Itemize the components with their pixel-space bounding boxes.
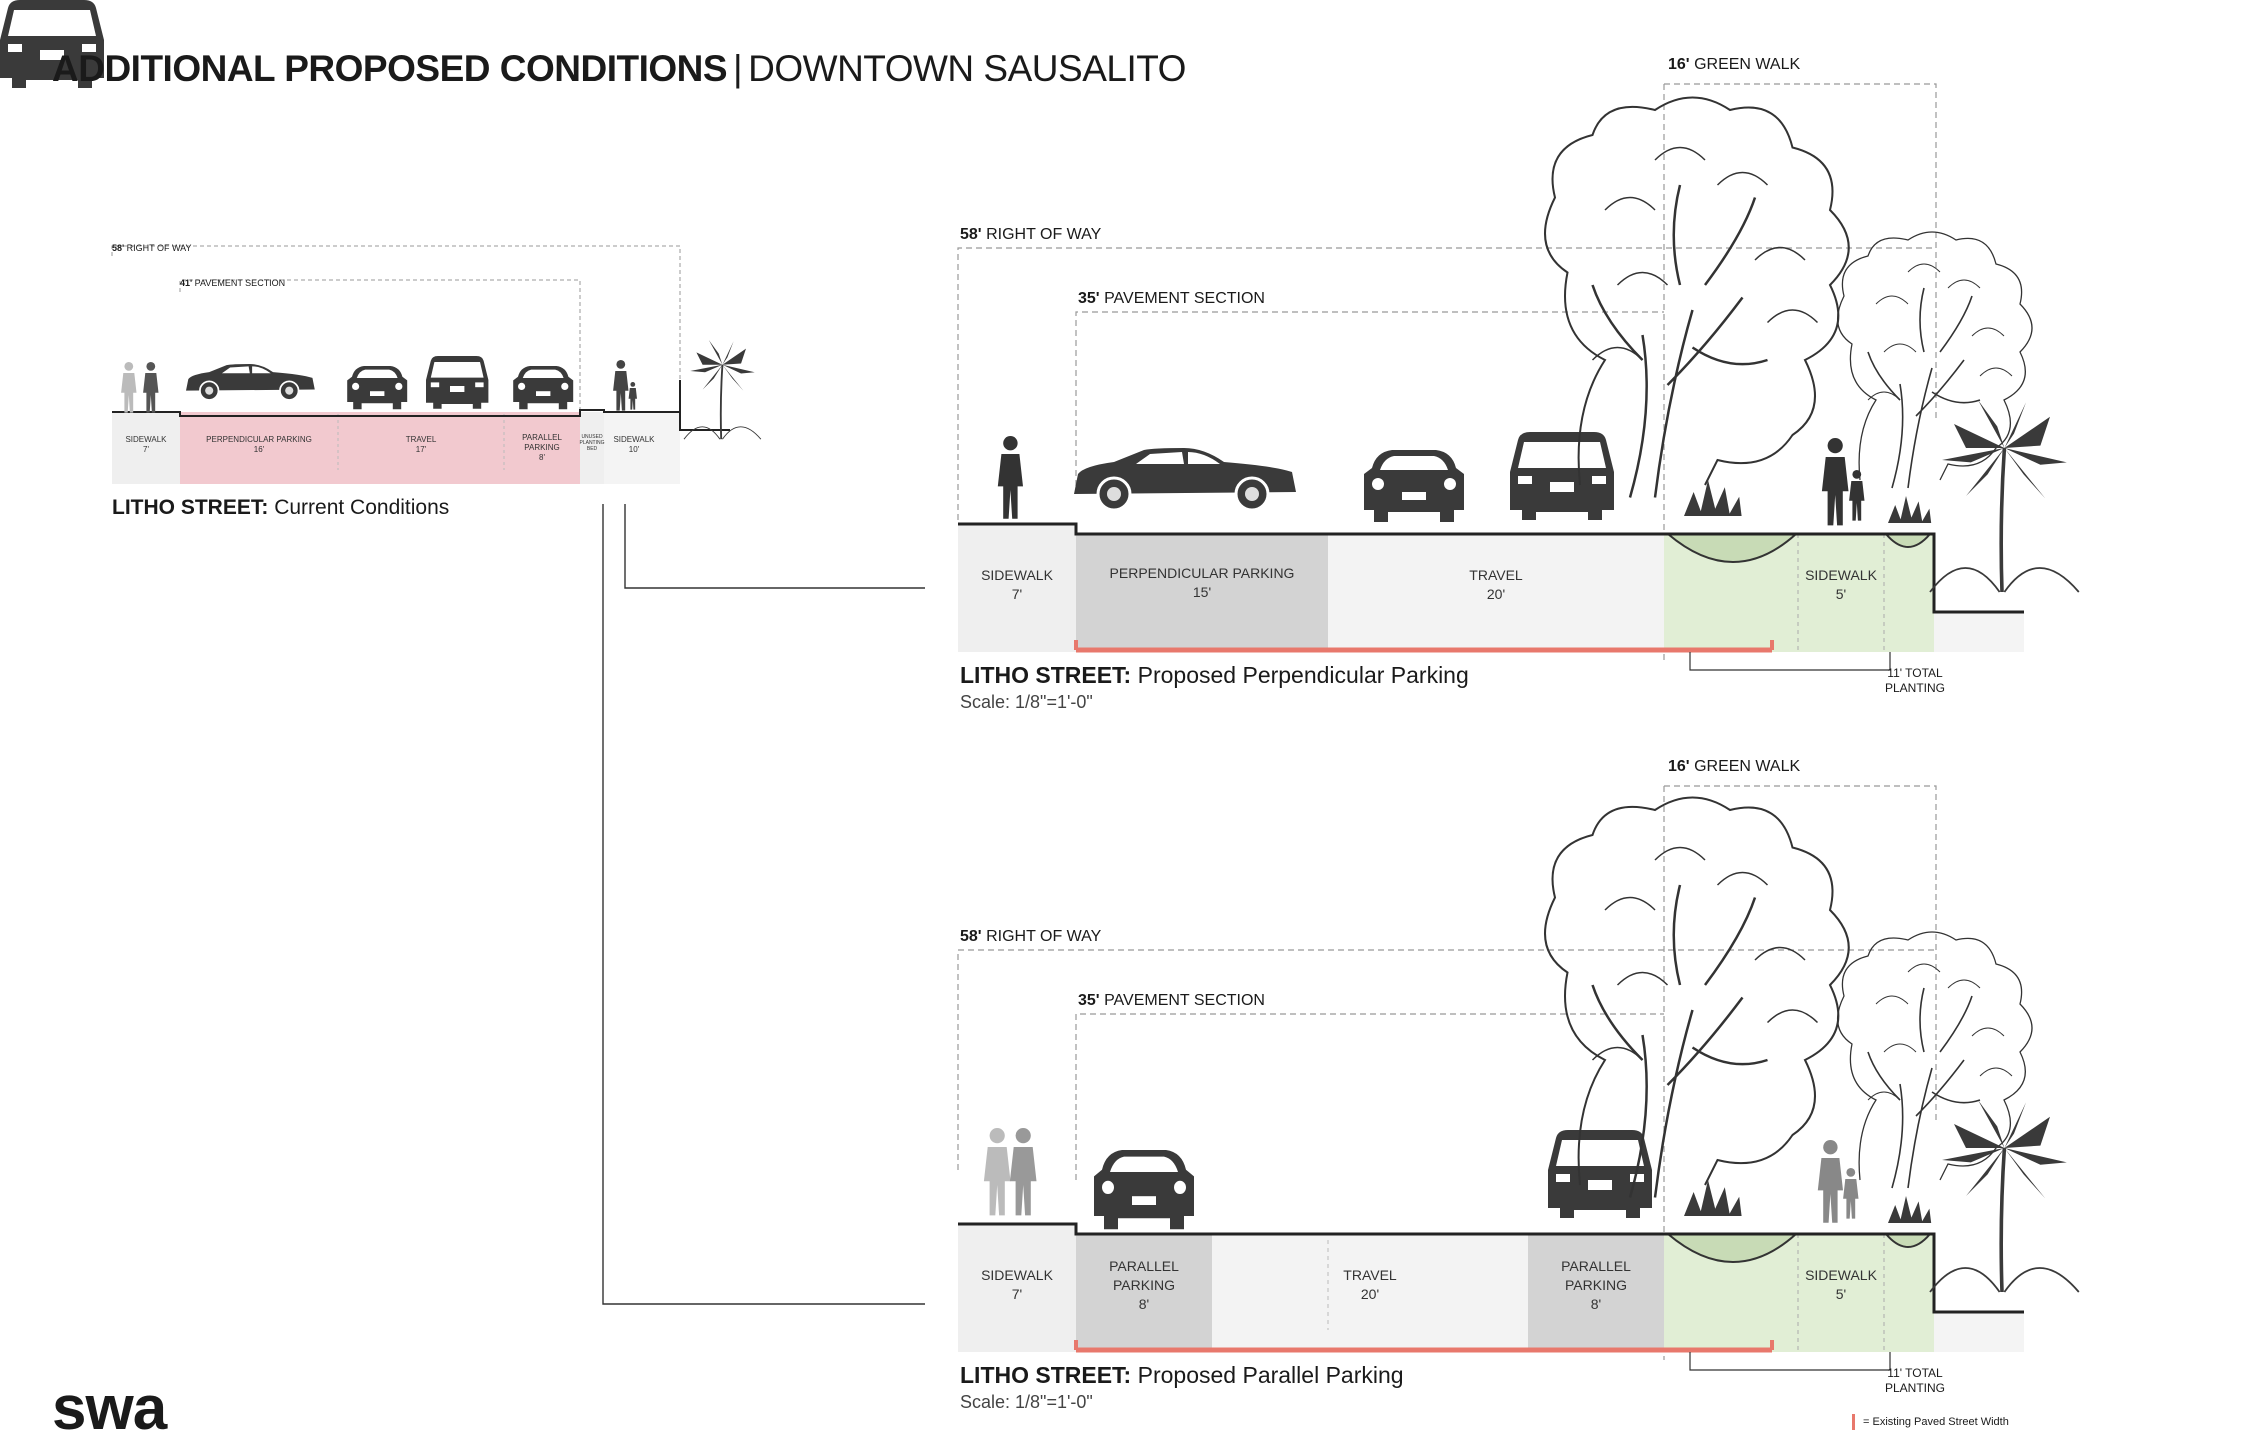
current-right-of-way-label: 58' RIGHT OF WAY — [112, 243, 192, 253]
page-title-separator: | — [733, 48, 743, 89]
perpendicular-segment-sidewalk-right: SIDEWALK 5' — [1805, 567, 1877, 602]
parallel-caption-text: Proposed Parallel Parking — [1137, 1362, 1404, 1388]
parallel-pavement-text: PAVEMENT SECTION — [1104, 992, 1265, 1009]
parallel-pavement-num: 35' — [1078, 992, 1100, 1009]
perpendicular-pavement-num: 35' — [1078, 290, 1100, 307]
page-title-bold: ADDITIONAL PROPOSED CONDITIONS — [52, 48, 728, 89]
parallel-section-graphic — [0, 0, 2081, 1371]
parallel-segment-sidewalk-right: SIDEWALK 5' — [1805, 1267, 1877, 1302]
parallel-segment-travel: TRAVEL 20' — [1343, 1267, 1397, 1302]
current-pavement-text: PAVEMENT SECTION — [194, 278, 286, 288]
perpendicular-right-of-way-num: 58' — [960, 226, 982, 243]
page-title: ADDITIONAL PROPOSED CONDITIONS|DOWNTOWN … — [52, 48, 1186, 90]
perpendicular-green-walk-text: GREEN WALK — [1694, 56, 1801, 73]
current-caption-bold: LITHO STREET: — [112, 496, 269, 519]
parallel-segment-parking-left: PARALLEL PARKING 8' — [1109, 1257, 1179, 1312]
legend-text: = Existing Paved Street Width — [1863, 1416, 2009, 1428]
perpendicular-caption: LITHO STREET: Proposed Perpendicular Par… — [960, 662, 1469, 689]
perpendicular-segment-sidewalk: SIDEWALK 7' — [981, 567, 1053, 602]
current-segment-sidewalk-left: SIDEWALK 7' — [125, 435, 167, 454]
parallel-right-of-way-label: 58' RIGHT OF WAY — [960, 928, 1101, 946]
perpendicular-segment-travel: TRAVEL 20' — [1469, 567, 1523, 602]
current-right-of-way-num: 58' — [112, 243, 125, 253]
perpendicular-green-walk-label: 16' GREEN WALK — [1668, 56, 1800, 74]
perpendicular-section-graphic — [957, 83, 2081, 671]
parallel-total-planting: 11' TOTAL PLANTING — [1884, 1366, 1945, 1395]
parallel-right-of-way-text: RIGHT OF WAY — [986, 928, 1102, 945]
legend: = Existing Paved Street Width — [1852, 1414, 2009, 1430]
parallel-caption: LITHO STREET: Proposed Parallel Parking — [960, 1362, 1404, 1389]
current-caption-text: Current Conditions — [274, 496, 450, 519]
existing-width-legend-swatch — [1852, 1414, 1855, 1430]
perpendicular-scale: Scale: 1/8"=1'-0" — [960, 692, 1093, 712]
page-title-subtitle: DOWNTOWN SAUSALITO — [748, 48, 1186, 89]
parallel-green-walk-label: 16' GREEN WALK — [1668, 758, 1800, 776]
current-pavement-label: 41' PAVEMENT SECTION — [180, 278, 285, 288]
perpendicular-right-of-way-text: RIGHT OF WAY — [986, 226, 1102, 243]
swa-logo: swa — [52, 1374, 167, 1443]
parallel-right-of-way-num: 58' — [960, 928, 982, 945]
parallel-green-walk-num: 16' — [1668, 758, 1690, 775]
current-segment-perpendicular-parking: PERPENDICULAR PARKING 16' — [206, 435, 312, 454]
parallel-caption-bold: LITHO STREET: — [960, 1362, 1132, 1388]
perpendicular-pavement-text: PAVEMENT SECTION — [1104, 290, 1265, 307]
perpendicular-green-walk-num: 16' — [1668, 56, 1690, 73]
current-section-graphic — [111, 245, 762, 484]
current-caption: LITHO STREET: Current Conditions — [112, 496, 449, 520]
parallel-segment-parking-right: PARALLEL PARKING 8' — [1561, 1257, 1631, 1312]
current-segment-parallel-parking: PARALLEL PARKING 8' — [522, 433, 562, 462]
parallel-pavement-label: 35' PAVEMENT SECTION — [1078, 992, 1265, 1010]
current-segment-sidewalk-right: SIDEWALK 10' — [613, 435, 655, 454]
perpendicular-right-of-way-label: 58' RIGHT OF WAY — [960, 226, 1101, 244]
current-pavement-num: 41' — [180, 278, 193, 288]
connector-lines — [602, 504, 925, 1305]
parallel-scale: Scale: 1/8"=1'-0" — [960, 1392, 1093, 1412]
current-segment-unused-planting: UNUSED PLANTING BED — [579, 434, 605, 452]
perpendicular-segment-parking: PERPENDICULAR PARKING 15' — [1109, 565, 1295, 600]
current-segment-travel: TRAVEL 17' — [405, 435, 437, 454]
perpendicular-caption-bold: LITHO STREET: — [960, 662, 1132, 688]
perpendicular-caption-text: Proposed Perpendicular Parking — [1137, 662, 1469, 688]
parallel-segment-sidewalk: SIDEWALK 7' — [981, 1267, 1053, 1302]
current-right-of-way-text: RIGHT OF WAY — [126, 243, 192, 253]
parallel-green-walk-text: GREEN WALK — [1694, 758, 1801, 775]
perpendicular-pavement-label: 35' PAVEMENT SECTION — [1078, 290, 1265, 308]
perpendicular-total-planting: 11' TOTAL PLANTING — [1884, 666, 1945, 695]
